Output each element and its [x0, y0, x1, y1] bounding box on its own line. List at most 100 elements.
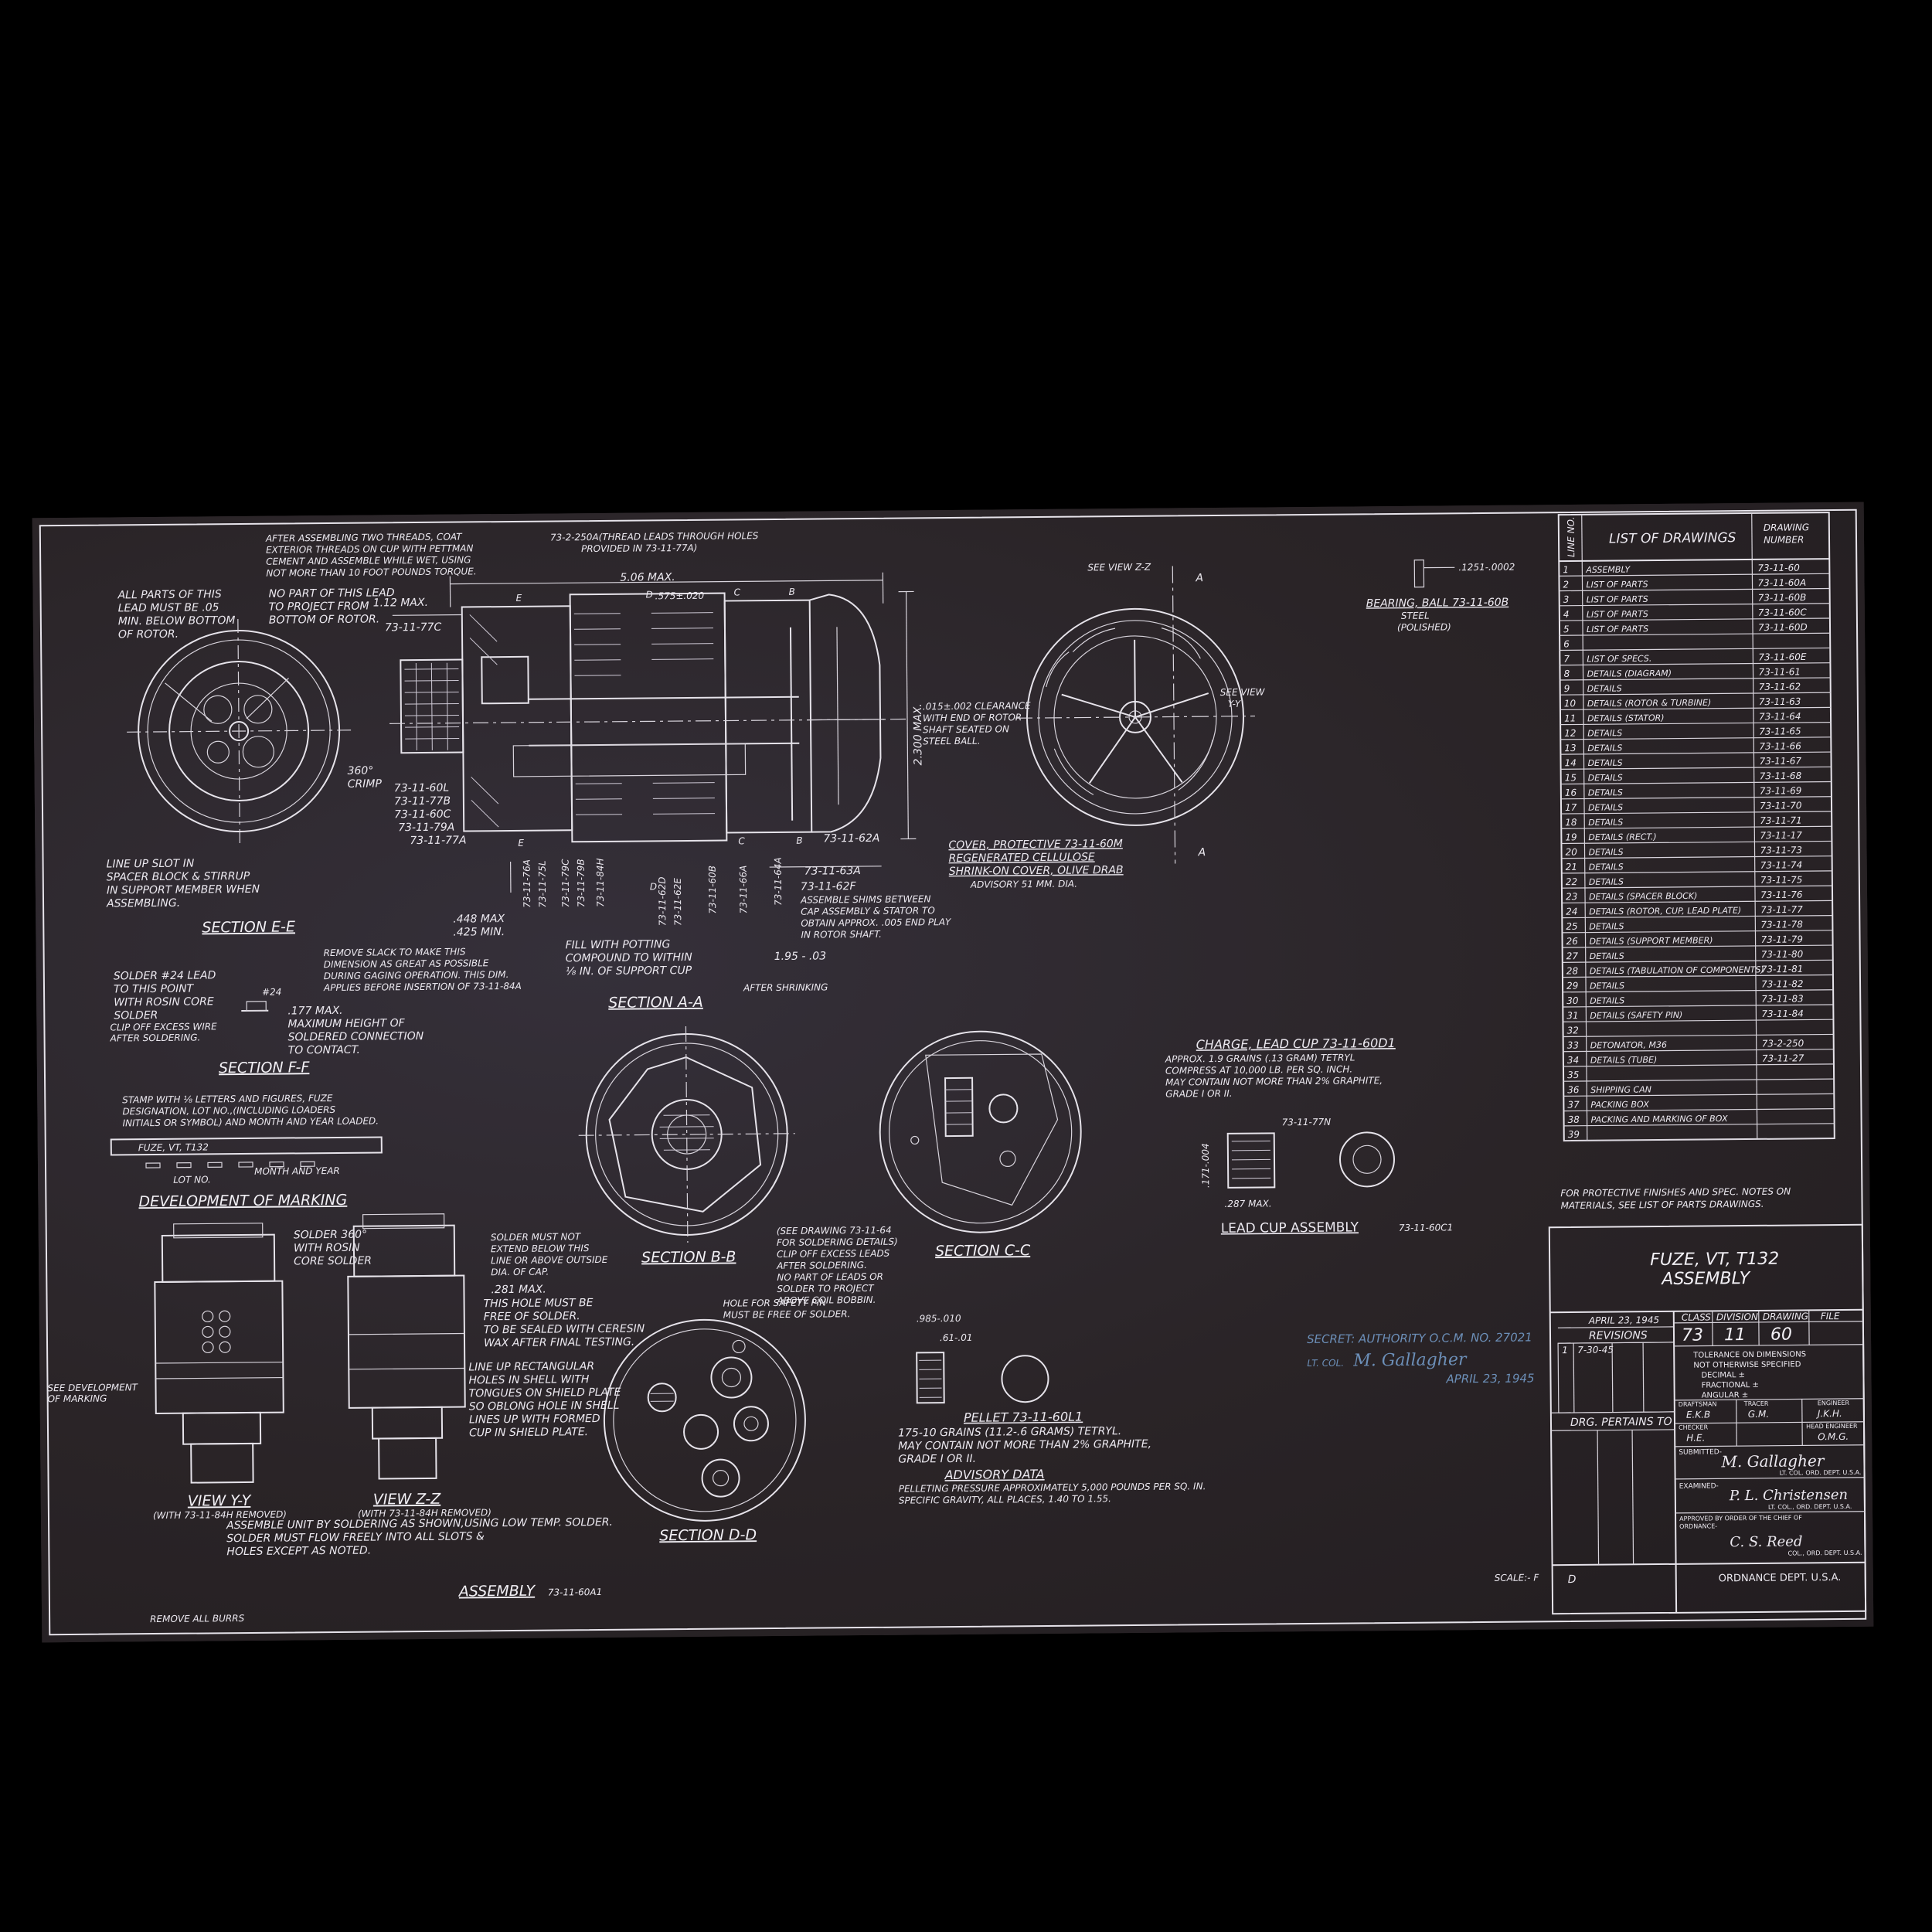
svg-text:WITH END OF ROTOR: WITH END OF ROTOR: [923, 712, 1022, 723]
drawing-number: 73-11-70: [1760, 800, 1802, 811]
drawing-number: 73-2-250: [1762, 1038, 1804, 1049]
svg-text:COL., ORD. DEPT. U.S.A.: COL., ORD. DEPT. U.S.A.: [1787, 1549, 1862, 1557]
svg-text:73-11-62E: 73-11-62E: [672, 878, 684, 927]
row-divider: [1563, 1123, 1835, 1127]
line-no: 20: [1565, 847, 1577, 858]
line-no: 16: [1565, 787, 1577, 798]
section-cc: SECTION C-C: [879, 1030, 1082, 1260]
line-no: 15: [1565, 772, 1577, 783]
svg-text:C: C: [738, 835, 745, 846]
svg-text:D: D: [1568, 1573, 1577, 1586]
svg-text:LINE OR ABOVE OUTSIDE: LINE OR ABOVE OUTSIDE: [491, 1254, 608, 1266]
svg-text:TO PROJECT FROM: TO PROJECT FROM: [269, 600, 369, 614]
svg-text:SECTION C-C: SECTION C-C: [935, 1242, 1031, 1260]
svg-text:(WITH 73-11-84H REMOVED): (WITH 73-11-84H REMOVED): [153, 1509, 287, 1522]
drawing-title: SHIPPING CAN: [1590, 1084, 1651, 1095]
svg-text:ALL PARTS OF THIS: ALL PARTS OF THIS: [117, 588, 222, 601]
row-divider: [1563, 1019, 1834, 1022]
drawing-title: LIST OF PARTS: [1587, 609, 1648, 620]
drawing-title: DETAILS: [1588, 802, 1623, 812]
svg-text:NO PART OF THIS LEAD: NO PART OF THIS LEAD: [268, 587, 394, 600]
svg-text:FUZE, VT, T132: FUZE, VT, T132: [1650, 1250, 1779, 1270]
svg-text:ORDNANCE DEPT. U.S.A.: ORDNANCE DEPT. U.S.A.: [1719, 1572, 1842, 1584]
svg-text:OBTAIN APPROX. .005 END PLAY: OBTAIN APPROX. .005 END PLAY: [801, 917, 952, 929]
drawing-title: DETAILS (STATOR): [1587, 713, 1665, 723]
svg-text:GRADE I OR II.: GRADE I OR II.: [898, 1453, 976, 1466]
svg-text:73-11-75L: 73-11-75L: [537, 860, 549, 907]
line-no: 39: [1568, 1129, 1580, 1140]
drawing-number: 73-11-79: [1760, 934, 1803, 944]
svg-text:FREE OF SOLDER.: FREE OF SOLDER.: [484, 1310, 580, 1323]
section-ee-title: SECTION E-E: [202, 918, 295, 936]
svg-text:SEE VIEW Z-Z: SEE VIEW Z-Z: [1087, 562, 1151, 573]
svg-text:Y-Y: Y-Y: [1228, 699, 1242, 709]
drawing-number: 73-11-62: [1759, 681, 1801, 692]
svg-text:WITH ROSIN: WITH ROSIN: [294, 1242, 360, 1255]
svg-text:COVER, PROTECTIVE 73-11-60M: COVER, PROTECTIVE 73-11-60M: [948, 838, 1123, 852]
line-no: 31: [1566, 1010, 1578, 1021]
svg-text:SOLDER TO PROJECT: SOLDER TO PROJECT: [777, 1283, 875, 1294]
svg-text:DIVISION: DIVISION: [1716, 1311, 1758, 1322]
svg-text:NOT MORE THAN 10 FOOT POUNDS T: NOT MORE THAN 10 FOOT POUNDS TORQUE.: [266, 566, 476, 578]
svg-text:NOT OTHERWISE SPECIFIED: NOT OTHERWISE SPECIFIED: [1693, 1360, 1801, 1369]
section-dd: SECTION D-D: [603, 1318, 806, 1544]
row-divider: [1561, 885, 1832, 889]
svg-text:OF ROTOR.: OF ROTOR.: [118, 628, 179, 641]
table-row: 35: [1563, 1070, 1835, 1082]
note-assemble-unit: ASSEMBLE UNIT BY SOLDERING AS SHOWN,USIN…: [226, 1516, 613, 1558]
svg-text:D: D: [650, 881, 657, 892]
svg-text:7-30-45: 7-30-45: [1577, 1345, 1614, 1355]
svg-text:REVISIONS: REVISIONS: [1589, 1329, 1648, 1342]
svg-text:C: C: [734, 587, 741, 597]
line-no: 8: [1563, 668, 1570, 679]
svg-text:A: A: [1195, 572, 1203, 584]
row-divider: [1563, 1004, 1834, 1008]
svg-text:NO PART OF LEADS OR: NO PART OF LEADS OR: [777, 1271, 883, 1283]
note-after-assembling: AFTER ASSEMBLING TWO THREADS, COAT EXTER…: [265, 532, 477, 579]
drawing-title: DETAILS: [1587, 758, 1622, 768]
svg-text:.287 MAX.: .287 MAX.: [1224, 1198, 1271, 1209]
line-no: 7: [1563, 654, 1570, 665]
section-bb: SECTION B-B: [578, 1026, 795, 1267]
svg-text:SECTION F-F: SECTION F-F: [219, 1059, 311, 1077]
drawing-title: DETAILS (SUPPORT MEMBER): [1589, 935, 1713, 946]
row-divider: [1562, 959, 1833, 963]
row-divider: [1562, 900, 1833, 904]
svg-text:ABOVE COIL BOBBIN.: ABOVE COIL BOBBIN.: [777, 1294, 876, 1306]
line-no: 10: [1564, 698, 1577, 709]
row-divider: [1560, 662, 1831, 666]
secret-stamp: SECRET: AUTHORITY O.C.M. NO. 27021 LT. C…: [1307, 1330, 1535, 1386]
svg-text:J.K.H.: J.K.H.: [1816, 1408, 1842, 1419]
row-divider: [1562, 914, 1833, 919]
line-no: 37: [1567, 1099, 1580, 1110]
drawing-number: 73-11-71: [1760, 815, 1802, 826]
svg-text:FILE: FILE: [1821, 1311, 1840, 1321]
drawing-number: 73-11-63: [1759, 696, 1801, 707]
svg-text:5.06 MAX.: 5.06 MAX.: [620, 571, 675, 584]
svg-text:LINES UP WITH FORMED: LINES UP WITH FORMED: [469, 1413, 600, 1426]
title-block: FUZE, VT, T132 ASSEMBLY APRIL 23, 1945 R…: [1548, 1223, 1867, 1615]
svg-text:ASSEMBLE UNIT BY SOLDERING AS: ASSEMBLE UNIT BY SOLDERING AS SHOWN,USIN…: [226, 1516, 613, 1532]
svg-text:.425 MIN.: .425 MIN.: [453, 926, 505, 939]
drawing-title: DETAILS (TABULATION OF COMPONENTS): [1590, 964, 1764, 976]
row-divider: [1561, 825, 1832, 829]
svg-text:DEVELOPMENT OF MARKING: DEVELOPMENT OF MARKING: [138, 1192, 347, 1210]
svg-text:SOLDER MUST NOT: SOLDER MUST NOT: [491, 1231, 582, 1243]
svg-text:FUZE, VT, T132: FUZE, VT, T132: [138, 1141, 209, 1153]
drawing-number: 73-11-69: [1760, 785, 1802, 796]
svg-text:C. S. Reed: C. S. Reed: [1730, 1533, 1802, 1550]
svg-text:BEARING, BALL 73-11-60B: BEARING, BALL 73-11-60B: [1366, 597, 1509, 611]
svg-text:⅛ IN. OF SUPPORT CUP: ⅛ IN. OF SUPPORT CUP: [566, 964, 692, 978]
svg-text:LEAD CUP ASSEMBLY: LEAD CUP ASSEMBLY: [1221, 1219, 1359, 1236]
svg-text:APPROVED BY ORDER OF THE CHIEF: APPROVED BY ORDER OF THE CHIEF OF: [1679, 1514, 1802, 1522]
note-line-up-slot: LINE UP SLOT IN SPACER BLOCK & STIRRUP I…: [106, 858, 260, 910]
